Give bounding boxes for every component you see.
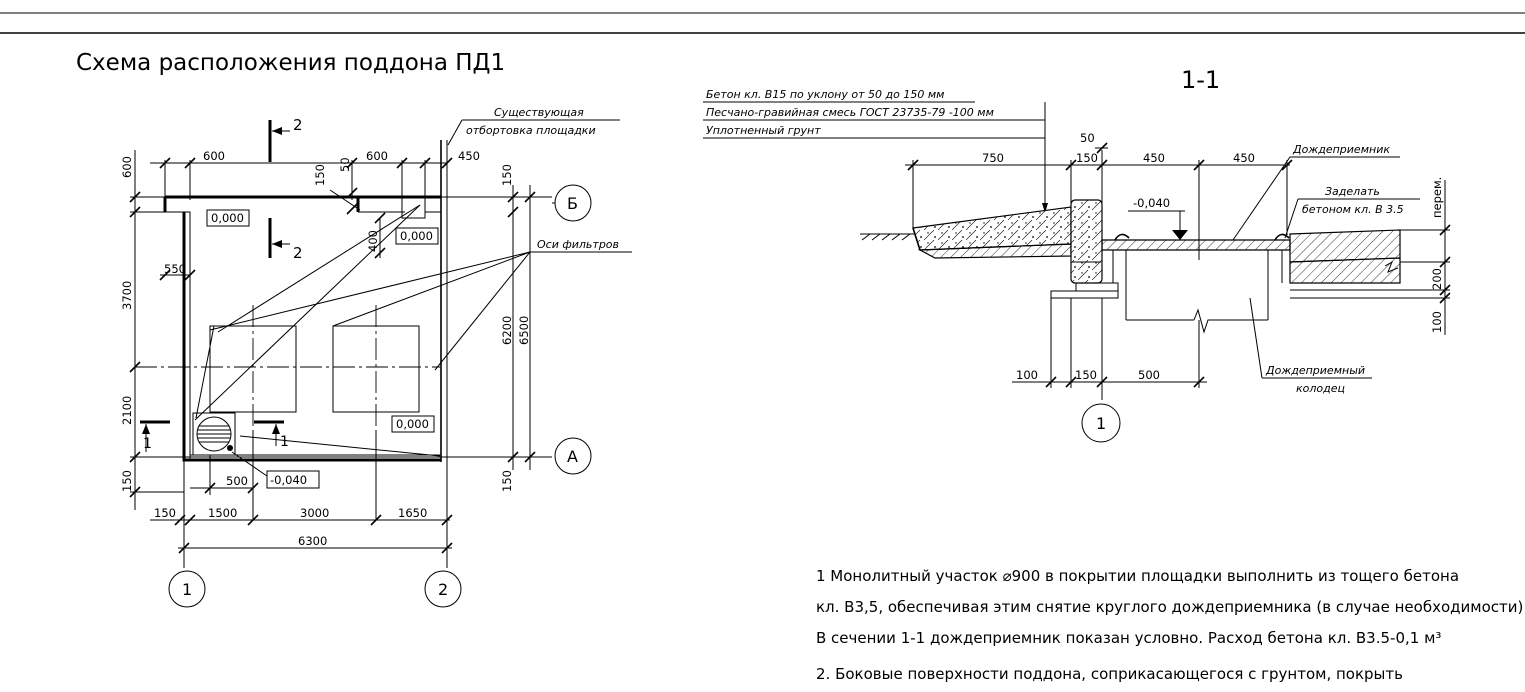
- svg-text:3000: 3000: [300, 506, 329, 520]
- notes-block: 1 Монолитный участок ⌀900 в покрытии пло…: [816, 567, 1525, 683]
- svg-text:1: 1: [1096, 414, 1106, 433]
- plan-label-existing: Существующая отбортовка площадки: [447, 106, 620, 146]
- svg-text:2: 2: [293, 244, 303, 262]
- svg-text:100: 100: [1016, 368, 1038, 382]
- plan-view: Схема расположения поддона ПД1: [76, 50, 632, 608]
- plan-dims-bottom: 150 1500 3000 1650 6300: [150, 506, 453, 554]
- svg-text:Существующая: Существующая: [494, 106, 584, 119]
- section-marker-2-2: 2 2: [268, 116, 303, 262]
- svg-text:50: 50: [1080, 131, 1095, 145]
- svg-text:Заделать: Заделать: [1325, 185, 1380, 198]
- svg-text:0,000: 0,000: [211, 211, 244, 225]
- svg-text:400: 400: [366, 230, 380, 252]
- section-axis-bubble: 1: [1081, 403, 1121, 443]
- section-label-well: Дождеприемный колодец: [1249, 297, 1372, 395]
- section-label-seal: Заделать бетоном кл. В 3.5: [1284, 185, 1420, 239]
- section-dims-bottom: 100 150 500: [1012, 298, 1207, 400]
- svg-text:3700: 3700: [120, 281, 134, 310]
- section-body: [860, 199, 1450, 334]
- svg-text:150: 150: [154, 506, 176, 520]
- plan-dims-inner: 400 500: [190, 212, 386, 495]
- svg-text:0,000: 0,000: [400, 229, 433, 243]
- svg-text:отбортовка площадки: отбортовка площадки: [466, 124, 596, 137]
- section-marker-1-1: 1 1: [140, 420, 289, 452]
- svg-text:0,000: 0,000: [396, 417, 429, 431]
- grid-bubble-2: 2: [424, 570, 462, 608]
- svg-text:6200: 6200: [500, 316, 514, 345]
- svg-text:Б: Б: [567, 194, 578, 213]
- svg-text:450: 450: [458, 149, 480, 163]
- svg-text:А: А: [567, 447, 578, 466]
- svg-text:6500: 6500: [517, 316, 531, 345]
- svg-text:2: 2: [438, 580, 448, 599]
- svg-text:-0,040: -0,040: [270, 473, 307, 487]
- grid-bubble-b: Б: [552, 184, 592, 222]
- svg-text:Бетон кл. В15 по уклону от 50: Бетон кл. В15 по уклону от 50 до 150 мм: [706, 88, 944, 101]
- svg-text:Дождеприемник: Дождеприемник: [1292, 143, 1390, 156]
- svg-text:150: 150: [1075, 368, 1097, 382]
- rain-inlet-plan: [192, 412, 236, 456]
- svg-text:Песчано-гравийная смесь ГОСТ: Песчано-гравийная смесь ГОСТ 23735-79 -1…: [706, 106, 994, 119]
- svg-text:2100: 2100: [120, 396, 134, 425]
- svg-text:600: 600: [366, 149, 388, 163]
- svg-text:150: 150: [120, 470, 134, 492]
- svg-text:колодец: колодец: [1296, 382, 1345, 395]
- section-dims-right: перем. 200 100: [1430, 177, 1451, 335]
- svg-text:200: 200: [1430, 268, 1444, 290]
- note-line-3: В сечении 1-1 дождеприемник показан усло…: [816, 629, 1441, 647]
- plan-title: Схема расположения поддона ПД1: [76, 50, 505, 76]
- svg-text:500: 500: [1138, 368, 1160, 382]
- plan-dims-left: 600 3700 2100 150 550: [120, 150, 196, 510]
- svg-text:150: 150: [1076, 151, 1098, 165]
- svg-text:1500: 1500: [208, 506, 237, 520]
- svg-text:450: 450: [1143, 151, 1165, 165]
- plan-dims-right: 150 6200 6500 150: [500, 164, 536, 492]
- plan-dims-top: 600 600 450 50 150: [150, 149, 480, 215]
- svg-text:перем.: перем.: [1430, 177, 1444, 218]
- plan-elevation-marks: 0,000 0,000 0,000 -0,040: [206, 209, 439, 489]
- plan-label-filter-axes: Оси фильтров: [194, 204, 632, 457]
- grid-bubble-1: 1: [168, 570, 206, 608]
- note-line-1: 1 Монолитный участок ⌀900 в покрытии пло…: [816, 567, 1459, 585]
- svg-text:Дождеприемный: Дождеприемный: [1265, 364, 1365, 377]
- svg-text:150: 150: [313, 164, 327, 186]
- svg-text:550: 550: [164, 262, 186, 276]
- svg-text:600: 600: [120, 156, 134, 178]
- section-layer-labels: Бетон кл. В15 по уклону от 50 до 150 мм …: [703, 88, 1048, 213]
- svg-text:2: 2: [293, 116, 303, 134]
- section-title: 1-1: [1181, 66, 1220, 94]
- svg-text:450: 450: [1233, 151, 1255, 165]
- section-label-rain-inlet: Дождеприемник: [1232, 143, 1400, 241]
- note-line-2: кл. В3,5, обеспечивая этим снятие кругло…: [816, 598, 1525, 616]
- svg-text:100: 100: [1430, 311, 1444, 333]
- svg-text:Оси фильтров: Оси фильтров: [537, 238, 619, 251]
- grid-bubble-a: А: [554, 437, 592, 475]
- svg-text:150: 150: [500, 164, 514, 186]
- svg-text:-0,040: -0,040: [1133, 196, 1170, 210]
- svg-text:600: 600: [203, 149, 225, 163]
- section-view: 1-1 Бетон кл. В15 по уклону от 50 до 150…: [703, 66, 1451, 443]
- section-dims-top: 50 750 150 450 450: [905, 131, 1293, 260]
- svg-text:150: 150: [500, 470, 514, 492]
- svg-text:6300: 6300: [298, 534, 327, 548]
- svg-text:бетоном кл. В 3.5: бетоном кл. В 3.5: [1302, 203, 1404, 216]
- note-line-4: 2. Боковые поверхности поддона, соприкас…: [816, 665, 1403, 683]
- section-elevation-mark: -0,040: [1128, 196, 1188, 240]
- svg-text:1: 1: [280, 434, 289, 450]
- svg-text:1: 1: [143, 436, 152, 452]
- svg-text:750: 750: [982, 151, 1004, 165]
- svg-text:50: 50: [338, 157, 352, 172]
- svg-text:Уплотненный грунт: Уплотненный грунт: [706, 124, 821, 137]
- svg-text:1: 1: [182, 580, 192, 599]
- pallet-outline: [163, 140, 448, 500]
- svg-text:500: 500: [226, 474, 248, 488]
- svg-text:1650: 1650: [398, 506, 427, 520]
